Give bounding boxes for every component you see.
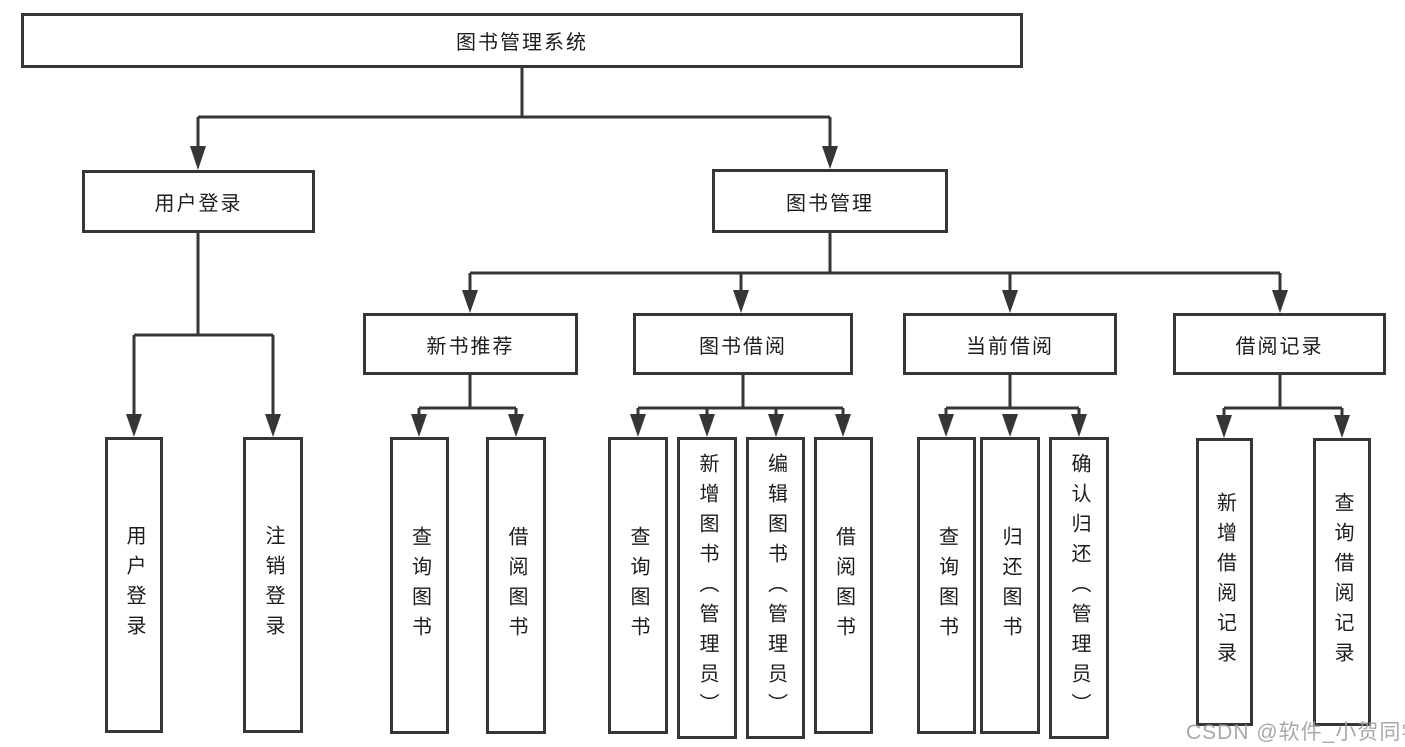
- leaf-nbr-query-books: 查询图书: [390, 437, 449, 734]
- leaf-label: 注销登录: [262, 525, 284, 645]
- leaf-cb-return-books: 归还图书: [980, 437, 1040, 734]
- leaf-label: 新增图书（管理员）: [696, 453, 718, 723]
- node-current-borrowing: 当前借阅: [903, 313, 1117, 375]
- leaf-label: 借阅图书: [505, 525, 527, 646]
- leaf-cb-query-books: 查询图书: [917, 437, 976, 734]
- leaf-bb-add-books-admin: 新增图书（管理员）: [677, 437, 737, 739]
- leaf-label: 查询图书: [627, 525, 649, 646]
- leaf-label: 查询借阅记录: [1331, 492, 1353, 672]
- leaf-bb-query-books: 查询图书: [608, 437, 668, 734]
- leaf-user-login: 用户登录: [105, 437, 163, 733]
- leaf-label: 新增借阅记录: [1213, 492, 1236, 672]
- node-book-borrowing: 图书借阅: [633, 313, 853, 375]
- leaf-br-query-record: 查询借阅记录: [1313, 438, 1371, 726]
- leaf-label: 用户登录: [123, 525, 145, 645]
- leaf-label: 借阅图书: [832, 525, 855, 646]
- leaf-label: 归还图书: [999, 525, 1021, 646]
- leaf-logout-login: 注销登录: [243, 437, 303, 733]
- leaf-nbr-borrow-books: 借阅图书: [486, 437, 546, 734]
- node-borrowing-records: 借阅记录: [1173, 313, 1386, 375]
- arrowheads: [126, 146, 1350, 438]
- leaf-label: 编辑图书（管理员）: [764, 453, 787, 723]
- leaf-cb-confirm-return-admin: 确认归还（管理员）: [1049, 437, 1109, 739]
- leaf-label: 查询图书: [935, 525, 958, 646]
- leaf-bb-edit-books-admin: 编辑图书（管理员）: [746, 437, 805, 739]
- leaf-br-add-record: 新增借阅记录: [1196, 438, 1253, 726]
- watermark: CSDN @软件_小贺同学: [1186, 721, 1405, 744]
- leaf-bb-borrow-books: 借阅图书: [814, 437, 873, 734]
- node-library-management-system: 图书管理系统: [21, 13, 1023, 68]
- node-new-book-recommendation: 新书推荐: [363, 313, 578, 375]
- node-book-management: 图书管理: [712, 169, 948, 233]
- leaf-label: 确认归还（管理员）: [1068, 453, 1090, 723]
- node-user-login: 用户登录: [82, 170, 315, 233]
- leaf-label: 查询图书: [408, 525, 431, 646]
